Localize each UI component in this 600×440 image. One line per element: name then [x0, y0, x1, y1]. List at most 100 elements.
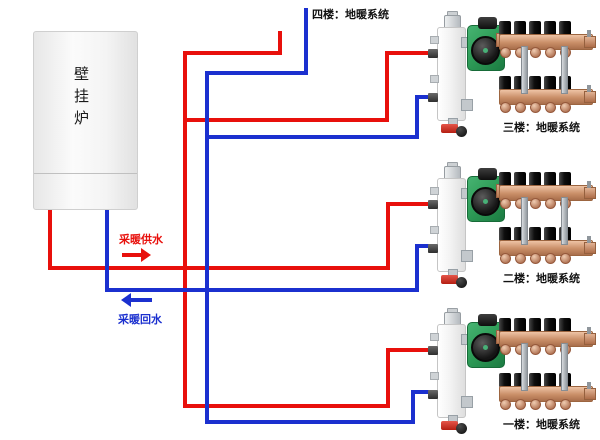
- supply-valve-actuators: [499, 318, 591, 332]
- loop-port-icon: [560, 253, 571, 264]
- loop-port-icon: [545, 198, 556, 209]
- valve-actuator-icon: [529, 76, 541, 90]
- supply-water-label: 采暖供水: [119, 234, 163, 246]
- return-pipe-segment: [415, 244, 419, 292]
- supply-loop-ports: [500, 47, 592, 58]
- drain-valve-icon: [456, 277, 467, 288]
- manifold-end-valve: [587, 30, 591, 37]
- manifold-end-valve: [587, 181, 591, 188]
- valve-actuator-icon: [529, 227, 541, 241]
- supply-inlet-fitting: [428, 346, 438, 355]
- valve-actuator-icon: [544, 172, 556, 186]
- valve-actuator-icon: [544, 318, 556, 332]
- return-inlet-fitting: [428, 244, 438, 253]
- loop-port-icon: [500, 399, 511, 410]
- separator-manifold-fitting: [461, 250, 473, 262]
- supply-loop-ports: [500, 198, 592, 209]
- supply-pipe-segment: [183, 51, 282, 55]
- valve-actuator-icon: [559, 21, 571, 35]
- floor4-system-label: 四楼：地暖系统: [312, 9, 389, 21]
- valve-actuator-icon: [529, 21, 541, 35]
- loop-port-icon: [500, 344, 511, 355]
- loop-port-icon: [545, 399, 556, 410]
- manifold-end-valve: [584, 242, 596, 254]
- floor3-heating-station: 三楼：地暖系统: [0, 11, 600, 153]
- supply-pipe-segment: [386, 202, 390, 270]
- return-loop-ports: [500, 253, 592, 264]
- loop-port-icon: [560, 399, 571, 410]
- manifold-bracket: [561, 46, 568, 94]
- return-pipe-segment: [205, 135, 419, 139]
- supply-arrow-icon: [122, 253, 143, 257]
- separator-port: [430, 372, 439, 380]
- loop-port-icon: [500, 198, 511, 209]
- separator-manifold-fitting: [461, 99, 473, 111]
- floor-system-label: 二楼：地暖系统: [503, 273, 580, 285]
- return-pipe-segment: [411, 390, 437, 394]
- manifold-bracket: [521, 197, 528, 245]
- loop-port-icon: [515, 102, 526, 113]
- valve-actuator-icon: [544, 227, 556, 241]
- valve-actuator-icon: [499, 21, 511, 35]
- return-valve-actuators: [499, 227, 591, 241]
- loop-port-icon: [545, 344, 556, 355]
- return-pipe-segment: [415, 95, 419, 139]
- supply-loop-ports: [500, 344, 592, 355]
- valve-actuator-icon: [529, 172, 541, 186]
- valve-actuator-icon: [499, 227, 511, 241]
- manifold-end-valve: [587, 236, 591, 243]
- return-arrow-icon: [131, 298, 152, 302]
- manifold-end-valve: [587, 327, 591, 334]
- loop-port-icon: [500, 253, 511, 264]
- supply-inlet-fitting: [428, 49, 438, 58]
- return-loop-ports: [500, 102, 592, 113]
- floor-system-label: 一楼：地暖系统: [503, 419, 580, 431]
- supply-pipe-segment: [386, 348, 390, 408]
- supply-pipe-segment: [48, 200, 52, 270]
- separator-port: [430, 226, 439, 234]
- loop-port-icon: [545, 253, 556, 264]
- return-pipe-segment: [205, 71, 209, 424]
- supply-pipe-segment: [385, 51, 389, 122]
- pump-terminal-box: [478, 168, 497, 180]
- drain-valve-icon: [441, 421, 458, 430]
- separator-port: [430, 187, 439, 195]
- pump-terminal-box: [478, 314, 497, 326]
- supply-pipe-segment: [386, 348, 437, 352]
- return-inlet-fitting: [428, 390, 438, 399]
- valve-actuator-icon: [499, 373, 511, 387]
- loop-port-icon: [530, 399, 541, 410]
- valve-actuator-icon: [514, 172, 526, 186]
- loop-port-icon: [500, 102, 511, 113]
- return-pipe-segment: [205, 71, 308, 75]
- loop-port-icon: [515, 253, 526, 264]
- return-pipe-segment: [411, 390, 415, 424]
- valve-actuator-icon: [499, 318, 511, 332]
- valve-actuator-icon: [529, 318, 541, 332]
- boiler-label: 壁挂炉: [73, 67, 89, 127]
- wall-hung-boiler: 壁挂炉: [33, 31, 138, 210]
- separator-manifold-fitting: [461, 396, 473, 408]
- pump-terminal-box: [478, 17, 497, 29]
- separator-port: [430, 333, 439, 341]
- valve-actuator-icon: [544, 76, 556, 90]
- supply-arrow-icon: [141, 248, 151, 262]
- valve-actuator-icon: [514, 318, 526, 332]
- floor-system-label: 三楼：地暖系统: [503, 122, 580, 134]
- loop-port-icon: [530, 344, 541, 355]
- separator-port: [430, 75, 439, 83]
- supply-pipe-segment: [183, 51, 187, 408]
- manifold-end-valve: [587, 85, 591, 92]
- supply-pipe-segment: [183, 118, 389, 122]
- separator-port: [430, 36, 439, 44]
- return-water-label: 采暖回水: [118, 314, 162, 326]
- return-pipe-segment: [105, 288, 419, 292]
- return-valve-actuators: [499, 76, 591, 90]
- manifold-end-valve: [584, 333, 596, 345]
- loop-port-icon: [515, 399, 526, 410]
- loop-port-icon: [545, 47, 556, 58]
- loop-port-icon: [545, 102, 556, 113]
- manifold-bracket: [561, 343, 568, 391]
- supply-valve-actuators: [499, 21, 591, 35]
